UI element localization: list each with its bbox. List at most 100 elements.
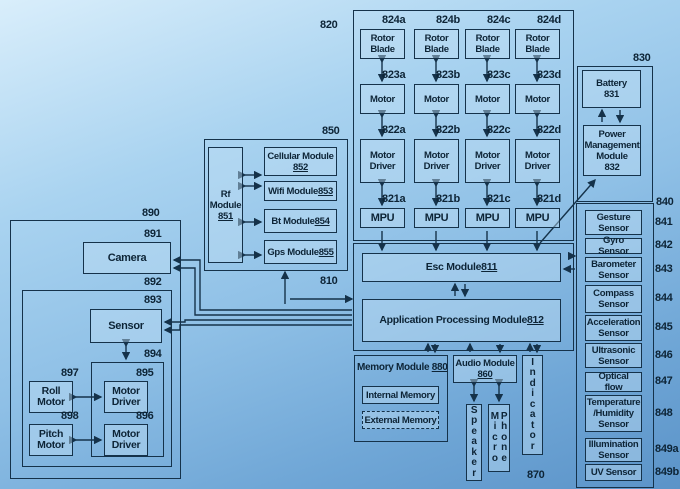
motor-823c[interactable]: Motor <box>465 84 510 114</box>
ref-823c: 823c <box>487 69 511 81</box>
ref-824d: 824d <box>537 14 561 26</box>
ref-848: 848 <box>655 406 673 419</box>
ref-822c: 822c <box>487 124 511 136</box>
ref-847: 847 <box>655 375 673 387</box>
ref-821d: 821d <box>537 193 561 205</box>
memory-module-880[interactable] <box>354 355 448 442</box>
ref-823a: 823a <box>382 69 406 81</box>
phone-letter: e <box>501 452 507 464</box>
motor-823a[interactable]: Motor <box>360 84 405 114</box>
ref-842: 842 <box>655 239 673 251</box>
propulsion-group-820 <box>353 10 574 241</box>
driver-group-894 <box>91 362 164 457</box>
phone-letter: P <box>500 410 508 422</box>
indicator-letter: d <box>529 377 536 389</box>
mpu-821c[interactable]: MPU <box>465 208 510 228</box>
motor-823b[interactable]: Motor <box>414 84 459 114</box>
gimbal-group-890 <box>10 220 181 479</box>
micro-letter: o <box>491 452 498 464</box>
micro-letter: M <box>490 410 499 422</box>
ref-824b: 824b <box>436 14 460 26</box>
stabilizer-group-892 <box>22 290 172 467</box>
speaker-letter: S <box>470 404 478 416</box>
indicator-letter: a <box>529 409 536 421</box>
speaker-letter: e <box>471 457 477 469</box>
uv-sensor[interactable]: UV Sensor <box>585 464 642 481</box>
motor-823d[interactable]: Motor <box>515 84 560 114</box>
ref-822a: 822a <box>382 124 406 136</box>
mpu-821a[interactable]: MPU <box>360 208 405 228</box>
barometer-sensor[interactable]: Barometer Sensor <box>585 257 642 282</box>
ref-870: 870 <box>527 469 545 481</box>
ref-810: 810 <box>320 275 338 287</box>
roll-motor-897[interactable]: Roll Motor <box>29 381 73 413</box>
ref-824c: 824c <box>487 14 511 26</box>
phone-letter: n <box>501 442 507 454</box>
ref-821b: 821b <box>436 193 460 205</box>
mpu-821b[interactable]: MPU <box>414 208 459 228</box>
indicator-letter: c <box>529 398 536 410</box>
pitch-motor-898[interactable]: Pitch Motor <box>29 424 73 456</box>
motor-driver-896[interactable]: Motor Driver <box>104 424 148 456</box>
temperature-sensor[interactable]: Temperature /Humidity Sensor <box>585 395 642 432</box>
indicator-letter: n <box>529 367 536 379</box>
ref-823d: 823d <box>537 69 561 81</box>
bt-module-854[interactable]: Bt Module 854 <box>264 209 337 233</box>
external-memory[interactable]: External Memory <box>362 411 439 429</box>
gyro-sensor[interactable]: Gyro Sensor <box>585 235 642 257</box>
ref-849a: 849a <box>655 443 679 455</box>
ref-893: 893 <box>144 294 162 306</box>
ref-894: 894 <box>144 348 162 360</box>
ref-898: 898 <box>61 410 79 422</box>
speaker-letter: e <box>471 425 477 437</box>
ref-841: 841 <box>655 215 673 228</box>
ref-891: 891 <box>144 228 162 240</box>
ultrasonic-sensor[interactable]: Ultrasonic Sensor <box>585 343 642 368</box>
application-processing-module-812[interactable]: Application Processing Module 812 <box>362 299 561 342</box>
ref-897: 897 <box>61 367 79 379</box>
ref-896: 896 <box>136 410 154 422</box>
motor-driver-895[interactable]: Motor Driver <box>104 381 148 413</box>
compass-sensor[interactable]: Compass Sensor <box>585 285 642 313</box>
optical-sensor[interactable]: Optical flow <box>585 371 642 393</box>
ref-830: 830 <box>633 52 651 64</box>
ref-849b: 849b <box>655 465 679 478</box>
speaker-letter: r <box>472 467 476 479</box>
wifi-module-853[interactable]: Wifi Module 853 <box>264 181 337 201</box>
camera-891[interactable]: Camera <box>83 242 171 274</box>
sensor-893[interactable]: Sensor <box>90 309 162 343</box>
internal-memory[interactable]: Internal Memory <box>362 386 439 404</box>
micro-letter: c <box>492 431 498 443</box>
memory-module-label: Memory Module 880 <box>357 362 448 373</box>
gesture-sensor[interactable]: Gesture Sensor <box>585 210 642 235</box>
indicator-letter: i <box>531 388 534 400</box>
mpu-821d[interactable]: MPU <box>515 208 560 228</box>
illumination-sensor[interactable]: Illumination Sensor <box>585 438 642 462</box>
esc-module-811[interactable]: Esc Module 811 <box>362 253 561 282</box>
speaker-letter: k <box>471 446 477 458</box>
ref-821c: 821c <box>487 193 511 205</box>
indicator-letter: o <box>529 430 536 442</box>
phone-letter: h <box>501 421 507 433</box>
gps-module-855[interactable]: Gps Module 855 <box>264 240 337 264</box>
acceleration-sensor[interactable]: Acceleration Sensor <box>585 315 642 341</box>
ref-845: 845 <box>655 321 673 333</box>
communication-group-850 <box>204 139 348 271</box>
